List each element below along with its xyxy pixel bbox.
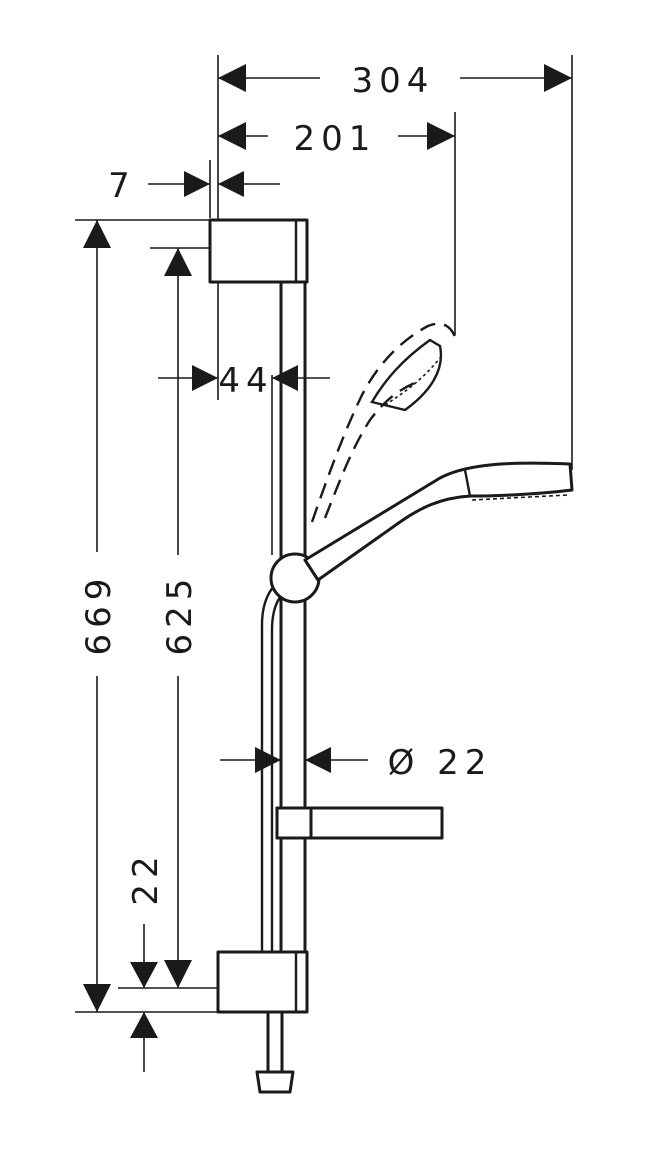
handshower-alt-position-inner — [323, 378, 423, 519]
dimension-304 — [218, 64, 572, 92]
handshower-alt-position-outer — [310, 322, 458, 523]
dim-label-625: 625 — [160, 573, 200, 656]
dimension-625 — [164, 248, 192, 988]
dim-label-304: 304 — [352, 61, 435, 101]
dim-label-7: 7 — [108, 166, 136, 206]
shower-rail-assembly — [208, 218, 574, 1094]
bottom-wall-bracket — [216, 950, 309, 1014]
dim-label-22: 22 — [126, 850, 166, 905]
soap-dish-clamp — [275, 806, 313, 840]
dimension-201 — [218, 122, 455, 150]
top-wall-bracket — [208, 218, 309, 284]
hose-connector — [255, 1070, 295, 1094]
handshower-main — [303, 461, 574, 582]
dimension-7 — [148, 171, 280, 197]
dim-label-rail-diameter: Ø 22 — [388, 743, 493, 783]
slide-rail — [279, 280, 307, 954]
dim-label-669: 669 — [79, 573, 119, 656]
dimension-22-vertical — [130, 924, 158, 1072]
dim-label-201: 201 — [294, 119, 377, 159]
dimension-44 — [158, 365, 330, 391]
handshower-alt-head — [370, 338, 443, 412]
handshower-spray-face — [471, 494, 569, 501]
dim-label-44: 44 — [218, 361, 273, 401]
outlet-stub — [266, 1012, 284, 1074]
dimension-669 — [83, 220, 111, 1012]
dimension-rail-diameter — [220, 747, 368, 773]
